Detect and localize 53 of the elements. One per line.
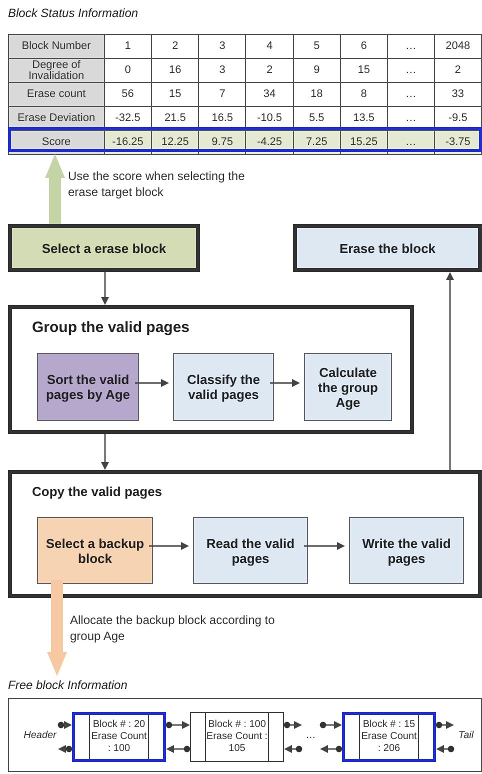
group-box: [8, 305, 414, 434]
process-box: Read the valid pages: [193, 517, 308, 584]
table-value: 34: [246, 82, 294, 106]
table-value: 5: [293, 34, 340, 58]
block-number: Block # : 100: [208, 719, 266, 731]
process-box: Select a backup block: [37, 517, 153, 584]
table-value: 7: [198, 82, 246, 106]
erase-count: Erase Count : 105: [206, 731, 268, 755]
list-title: Free block Information: [8, 678, 128, 692]
table-value: …: [388, 58, 434, 82]
table-value: 2: [152, 34, 199, 58]
process-box: Calculate the group Age: [304, 353, 392, 421]
group-box: [8, 470, 482, 598]
row-header: Erase count: [8, 82, 104, 106]
table-value: 9: [293, 58, 340, 82]
block-number: Block # : 15: [362, 719, 416, 731]
process-box: Select a erase block: [8, 224, 200, 272]
group-title: Group the valid pages: [32, 319, 190, 336]
table-value: 4: [246, 34, 294, 58]
table-value: 2: [434, 58, 482, 82]
process-box: Erase the block: [293, 224, 482, 272]
process-box: Classify the valid pages: [173, 353, 274, 421]
table-value: 3: [198, 58, 246, 82]
table-value: 56: [104, 82, 152, 106]
table-value: 0: [104, 58, 152, 82]
table-value: 2048: [434, 34, 482, 58]
row-header: Degree of Invalidation: [8, 58, 104, 82]
table-value: 2: [246, 58, 294, 82]
list-node: [72, 712, 166, 762]
table-value: 3: [198, 34, 246, 58]
table-title: Block Status Information: [8, 6, 138, 20]
row-header: Block Number: [8, 34, 104, 58]
table-value: …: [388, 82, 434, 106]
table-value: 1: [104, 34, 152, 58]
end-label: Header: [22, 728, 58, 744]
block-number: Block # : 20: [92, 719, 146, 731]
table-value: …: [388, 34, 434, 58]
table-value: 16: [152, 58, 199, 82]
erase-count: Erase Count : 206: [360, 731, 418, 755]
list-node: [342, 712, 436, 762]
end-label: …: [302, 728, 320, 744]
erase-count: Erase Count : 100: [90, 731, 148, 755]
table-value: 8: [340, 82, 388, 106]
table-value: 33: [434, 82, 482, 106]
table-value: 18: [293, 82, 340, 106]
table-value: 6: [340, 34, 388, 58]
process-box: Sort the valid pages by Age: [37, 353, 139, 421]
list-node: [190, 712, 284, 762]
process-box: Write the valid pages: [349, 517, 464, 584]
end-label: Tail: [454, 728, 478, 744]
table-value: 15: [340, 58, 388, 82]
group-title: Copy the valid pages: [32, 484, 162, 499]
table-value: 15: [152, 82, 199, 106]
